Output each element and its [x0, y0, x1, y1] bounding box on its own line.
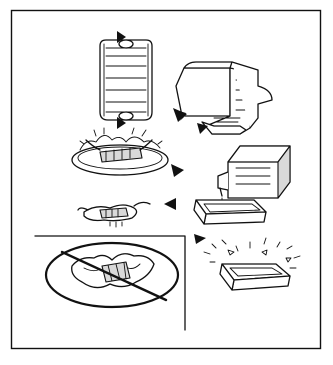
- washing-pan: [72, 128, 168, 175]
- filter-housing: [173, 62, 272, 134]
- arrow-left-icon: [164, 198, 176, 210]
- do-not-wring: [46, 243, 178, 307]
- arrow-right-icon: [171, 164, 184, 177]
- arrow-right-icon: [194, 234, 206, 244]
- drying-tray: [194, 234, 300, 290]
- squeeze-gently: [78, 198, 176, 227]
- filter-cover: [100, 31, 152, 129]
- oil-can-and-tray: [171, 146, 290, 224]
